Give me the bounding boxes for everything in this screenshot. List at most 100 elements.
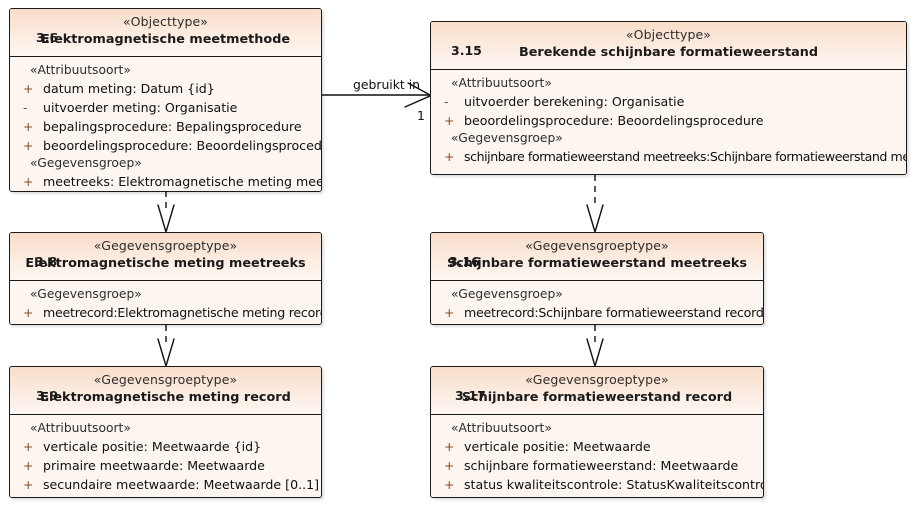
attribute-row[interactable]: + bepalingsprocedure: Bepalingsprocedure (12, 117, 319, 136)
class-header: «Objecttype» 3.6 Elektromagnetische meet… (10, 9, 321, 57)
class-body: «Attribuutsoort» + verticale positie: Me… (431, 415, 763, 497)
attribute-text: status kwaliteitscontrole: StatusKwalite… (464, 477, 764, 492)
class-title-row: 3.8 Elektromagnetische meting meetreeks (16, 253, 315, 272)
attribute-row[interactable]: + status kwaliteitscontrole: StatusKwali… (433, 475, 764, 494)
class-header: «Gegevensgroeptype» 3.8 Elektromagnetisc… (10, 233, 321, 281)
class-body: «Gegevensgroep» + meetrecord:Elektromagn… (10, 281, 321, 324)
attribute-row[interactable]: + schijnbare formatieweerstand meetreeks… (433, 147, 906, 166)
attribute-visibility: + (23, 174, 34, 189)
compartment-label: «Gegevensgroep» (30, 287, 142, 301)
attribute-text: secundaire meetwaarde: Meetwaarde [0..1] (43, 477, 320, 492)
attribute-visibility: + (23, 477, 34, 492)
attribute-text: uitvoerder meting: Organisatie (43, 100, 238, 115)
attribute-visibility: + (23, 439, 34, 454)
attribute-visibility: + (23, 305, 34, 320)
compartment-label: «Gegevensgroep» (451, 287, 563, 301)
attribute-row[interactable]: + meetrecord:Elektromagnetische meting r… (12, 303, 321, 322)
attribute-text: verticale positie: Meetwaarde {id} (43, 439, 262, 454)
class-header: «Objecttype» 3.15 Berekende schijnbare f… (431, 22, 906, 70)
class-header: «Gegevensgroeptype» 3.16 Schijnbare form… (431, 233, 763, 281)
attribute-text: verticale positie: Meetwaarde (464, 439, 651, 454)
attribute-text: datum meting: Datum {id} (43, 81, 215, 96)
attribute-visibility: - (444, 94, 449, 109)
connector-dep-3-8-to-3-9[interactable] (157, 325, 175, 369)
class-body: «Attribuutsoort» + datum meting: Datum {… (10, 57, 321, 191)
attribute-visibility: + (23, 119, 34, 134)
attribute-text: bepalingsprocedure: Bepalingsprocedure (43, 119, 302, 134)
attribute-visibility: + (23, 458, 34, 473)
class-name: Elektromagnetische meting record (40, 390, 291, 405)
attribute-text: meetreeks: Elektromagnetische meting mee… (43, 174, 321, 189)
class-number: 3.16 (449, 254, 480, 269)
attribute-text: schijnbare formatieweerstand: Meetwaarde (464, 458, 739, 473)
attribute-visibility: - (23, 100, 28, 115)
class-stereotype: «Objecttype» (122, 14, 209, 29)
compartment-label: «Attribuutsoort» (451, 421, 552, 435)
class-stereotype: «Gegevensgroeptype» (525, 372, 669, 387)
class-box-sfw-record[interactable]: «Gegevensgroeptype» 3.17 Schijnbare form… (430, 366, 764, 498)
attribute-row[interactable]: - uitvoerder berekening: Organisatie (433, 92, 904, 111)
class-number: 3.8 (35, 254, 58, 269)
attribute-visibility: + (444, 477, 455, 492)
class-name: Schijnbare formatieweerstand meetreeks (446, 256, 748, 271)
attribute-row[interactable]: + primaire meetwaarde: Meetwaarde (12, 456, 319, 475)
attribute-row[interactable]: + verticale positie: Meetwaarde {id} (12, 437, 319, 456)
attribute-row[interactable]: + beoordelingsprocedure: Beoordelingspro… (433, 111, 904, 130)
attribute-row[interactable]: + beoordelingsprocedure: Beoordelingspro… (12, 136, 321, 155)
attribute-text: meetrecord:Elektromagnetische meting rec… (43, 305, 321, 320)
compartment-label: «Attribuutsoort» (30, 421, 131, 435)
attribute-row[interactable]: + meetrecord:Schijnbare formatieweerstan… (433, 303, 764, 322)
attribute-visibility: + (444, 305, 455, 320)
attribute-text: primaire meetwaarde: Meetwaarde (43, 458, 265, 473)
class-title-row: 3.9 Elektromagnetische meting record (16, 387, 315, 406)
attribute-row[interactable]: + meetreeks: Elektromagnetische meting m… (12, 172, 321, 191)
class-number: 3.9 (36, 388, 59, 403)
connector-multiplicity-target: 1 (417, 108, 425, 123)
class-stereotype: «Gegevensgroeptype» (525, 238, 669, 253)
attribute-row[interactable]: + secundaire meetwaarde: Meetwaarde [0..… (12, 475, 319, 494)
class-body: «Gegevensgroep» + meetrecord:Schijnbare … (431, 281, 763, 324)
class-box-sfw-meetreeks[interactable]: «Gegevensgroeptype» 3.16 Schijnbare form… (430, 232, 764, 325)
class-box-em-meting-meetreeks[interactable]: «Gegevensgroeptype» 3.8 Elektromagnetisc… (9, 232, 322, 325)
class-title-row: 3.16 Schijnbare formatieweerstand meetre… (437, 253, 757, 272)
attribute-visibility: + (444, 149, 455, 164)
attribute-visibility: + (23, 81, 34, 96)
class-name: Schijnbare formatieweerstand record (461, 390, 733, 405)
connector-dep-3-15-to-3-16[interactable] (586, 175, 604, 235)
class-name: Elektromagnetische meting meetreeks (25, 256, 306, 271)
class-header: «Gegevensgroeptype» 3.9 Elektromagnetisc… (10, 367, 321, 415)
class-stereotype: «Objecttype» (625, 27, 712, 42)
class-number: 3.6 (36, 30, 59, 45)
connector-dep-3-6-to-3-8[interactable] (157, 191, 175, 235)
attribute-text: meetrecord:Schijnbare formatieweerstand … (464, 305, 764, 320)
class-box-em-meetmethode[interactable]: «Objecttype» 3.6 Elektromagnetische meet… (9, 8, 322, 192)
class-title-row: 3.17 Schijnbare formatieweerstand record (437, 387, 757, 406)
class-stereotype: «Gegevensgroeptype» (93, 372, 238, 387)
connector-label-gebruikt-in: gebruikt in (353, 77, 421, 92)
class-stereotype: «Gegevensgroeptype» (93, 238, 238, 253)
attribute-visibility: + (444, 458, 455, 473)
class-box-em-meting-record[interactable]: «Gegevensgroeptype» 3.9 Elektromagnetisc… (9, 366, 322, 498)
attribute-row[interactable]: - uitvoerder meting: Organisatie (12, 98, 319, 117)
class-body: «Attribuutsoort» - uitvoerder berekening… (431, 70, 906, 174)
attribute-text: uitvoerder berekening: Organisatie (464, 94, 685, 109)
attribute-row[interactable]: + datum meting: Datum {id} (12, 79, 319, 98)
compartment-label: «Attribuutsoort» (451, 76, 552, 90)
connector-dep-3-16-to-3-17[interactable] (586, 325, 604, 369)
class-title-row: 3.15 Berekende schijnbare formatieweerst… (437, 42, 900, 61)
attribute-row[interactable]: + verticale positie: Meetwaarde (433, 437, 761, 456)
class-body: «Attribuutsoort» + verticale positie: Me… (10, 415, 321, 497)
class-header: «Gegevensgroeptype» 3.17 Schijnbare form… (431, 367, 763, 415)
class-title-row: 3.6 Elektromagnetische meetmethode (16, 29, 315, 48)
attribute-row[interactable]: + schijnbare formatieweerstand: Meetwaar… (433, 456, 761, 475)
class-number: 3.17 (455, 388, 486, 403)
compartment-label: «Gegevensgroep» (30, 156, 142, 170)
attribute-visibility: + (444, 439, 455, 454)
class-name: Elektromagnetische meetmethode (40, 32, 291, 47)
compartment-label: «Gegevensgroep» (451, 131, 563, 145)
class-box-berekende-sfw[interactable]: «Objecttype» 3.15 Berekende schijnbare f… (430, 21, 907, 175)
class-name: Berekende schijnbare formatieweerstand (518, 45, 819, 60)
attribute-text: beoordelingsprocedure: Beoordelingsproce… (464, 113, 764, 128)
compartment-label: «Attribuutsoort» (30, 63, 131, 77)
